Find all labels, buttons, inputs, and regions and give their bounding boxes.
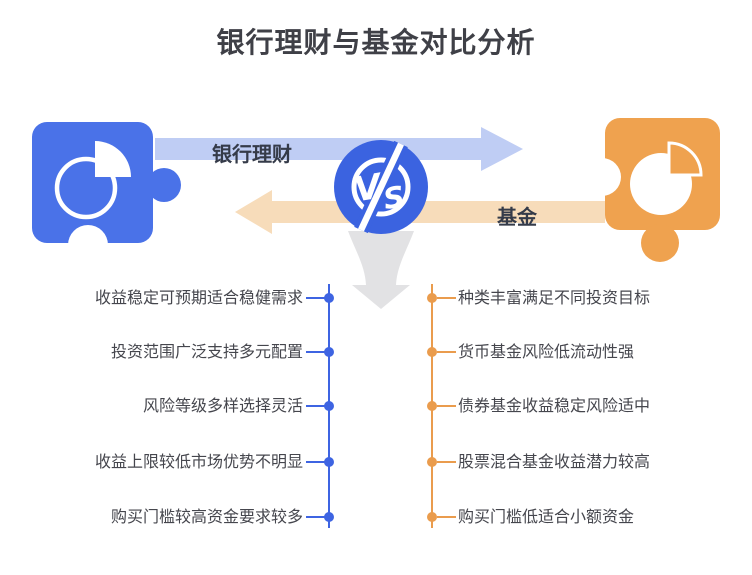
bullet-dot xyxy=(324,293,334,303)
pie-chart-icon xyxy=(54,141,131,220)
page-title: 银行理财与基金对比分析 xyxy=(216,26,536,59)
list-item: 购买门槛低适合小额资金 xyxy=(458,507,635,526)
fund-puzzle-piece xyxy=(583,118,720,262)
bank-timeline xyxy=(306,284,334,528)
bullet-dot xyxy=(427,347,437,357)
fund-timeline xyxy=(427,284,456,528)
bullet-dot xyxy=(324,512,334,522)
fund-label: 基金 xyxy=(497,205,537,229)
list-item: 风险等级多样选择灵活 xyxy=(142,396,303,415)
list-item: 种类丰富满足不同投资目标 xyxy=(458,288,651,307)
vs-badge-icon: V S xyxy=(334,140,428,234)
bullet-dot xyxy=(324,457,334,467)
bullet-dot xyxy=(324,347,334,357)
bullet-dot xyxy=(427,457,437,467)
pie-chart-icon xyxy=(630,141,703,215)
lightning-slash-icon xyxy=(358,142,404,232)
puzzle-notch xyxy=(583,158,621,196)
list-item: 购买门槛较高资金要求较多 xyxy=(110,507,303,526)
bullet-dot xyxy=(427,293,437,303)
list-item: 收益上限较低市场优势不明显 xyxy=(94,452,303,471)
bullet-dot xyxy=(427,401,437,411)
bank-arrow xyxy=(155,127,523,171)
bullet-dot xyxy=(427,512,437,522)
bank-puzzle-piece xyxy=(32,122,181,265)
bullet-dot xyxy=(324,401,334,411)
list-item: 货币基金风险低流动性强 xyxy=(458,342,635,361)
list-item: 收益稳定可预期适合稳健需求 xyxy=(94,288,303,307)
list-item: 股票混合基金收益潜力较高 xyxy=(458,452,651,471)
bank-label: 银行理财 xyxy=(212,142,292,166)
down-arrow-icon xyxy=(348,231,414,309)
list-item: 投资范围广泛支持多元配置 xyxy=(110,342,303,361)
puzzle-notch xyxy=(68,225,108,265)
list-item: 债券基金收益稳定风险适中 xyxy=(458,396,651,415)
